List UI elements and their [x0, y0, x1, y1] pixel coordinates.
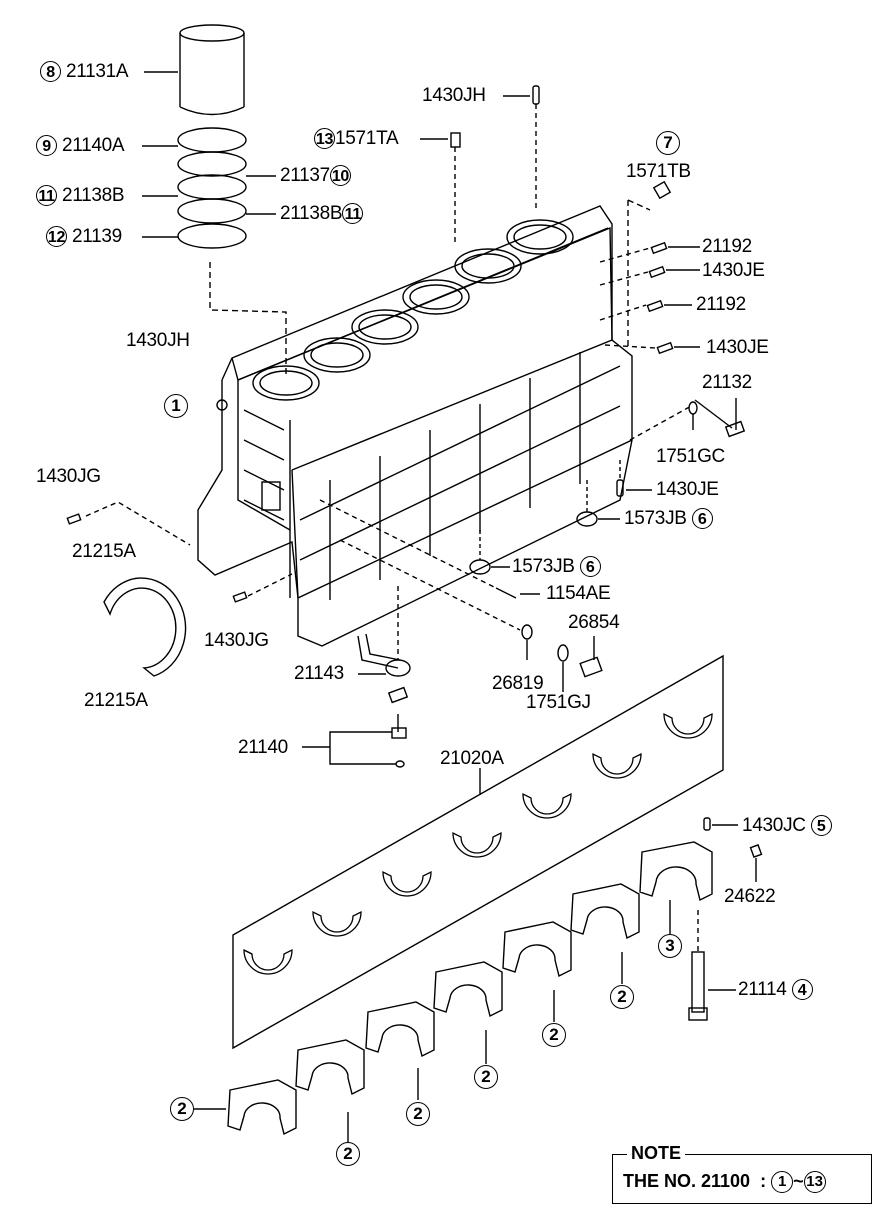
label-21215A-top: 21215A [72, 541, 136, 562]
thrust-washer-icon [103, 577, 187, 677]
cylinder-block-icon [197, 205, 633, 647]
label-21192-upper: 21192 [702, 236, 752, 257]
label-1430JH-top: 1430JH [422, 85, 486, 106]
label-1751GC: 1751GC [656, 446, 725, 467]
label-1751GJ: 1751GJ [526, 692, 591, 713]
label-1430JE-upper: 1430JE [702, 260, 765, 281]
label-21140: 21140 [238, 737, 288, 758]
label-1430JE-lower: 1430JE [656, 479, 719, 500]
note-body: THE NO. 21100 : 1~13 [623, 1171, 826, 1194]
bearing-shell-panel [232, 654, 724, 1050]
callout-2: 2 [474, 1065, 498, 1089]
note-box: NOTE THE NO. 21100 : 1~13 [612, 1143, 872, 1204]
label-1430JH-left: 1430JH [126, 330, 190, 351]
label-21132: 21132 [702, 372, 752, 393]
label-1430JE-middle: 1430JE [706, 337, 769, 358]
label-1573JB-left: 1573JB 6 [512, 556, 601, 578]
label-1430JG-left: 1430JG [36, 466, 101, 487]
label-26854: 26854 [568, 612, 620, 633]
label-1430JG-lower: 1430JG [204, 630, 269, 651]
callout-3: 3 [658, 934, 682, 958]
label-21138B-left: 11 21138B [36, 185, 125, 207]
label-21131A: 8 21131A [40, 61, 129, 83]
callout-7: 7 [656, 131, 680, 155]
callout-2: 2 [336, 1142, 360, 1166]
label-21139: 12 21139 [46, 226, 122, 248]
label-21140A: 9 21140A [36, 135, 125, 157]
label-21020A: 21020A [440, 748, 504, 769]
cylinder-liner-icon [179, 24, 245, 116]
callout-2: 2 [610, 985, 634, 1009]
label-21192-lower: 21192 [696, 294, 746, 315]
label-1430JC: 1430JC 5 [742, 815, 832, 837]
label-21215A-bottom: 21215A [84, 690, 148, 711]
callout-1: 1 [164, 394, 188, 418]
o-rings-icon [177, 127, 247, 249]
callout-2: 2 [406, 1102, 430, 1126]
callout-2: 2 [542, 1023, 566, 1047]
label-21114: 21114 4 [738, 979, 813, 1001]
note-title: NOTE [627, 1143, 686, 1164]
label-1571TB: 1571TB [626, 161, 691, 182]
label-21143: 21143 [294, 663, 344, 684]
label-24622: 24622 [724, 886, 776, 907]
label-1154AE: 1154AE [546, 583, 611, 604]
label-1573JB-right: 1573JB 6 [624, 508, 713, 530]
callout-2: 2 [170, 1097, 194, 1121]
label-26819: 26819 [492, 673, 544, 694]
